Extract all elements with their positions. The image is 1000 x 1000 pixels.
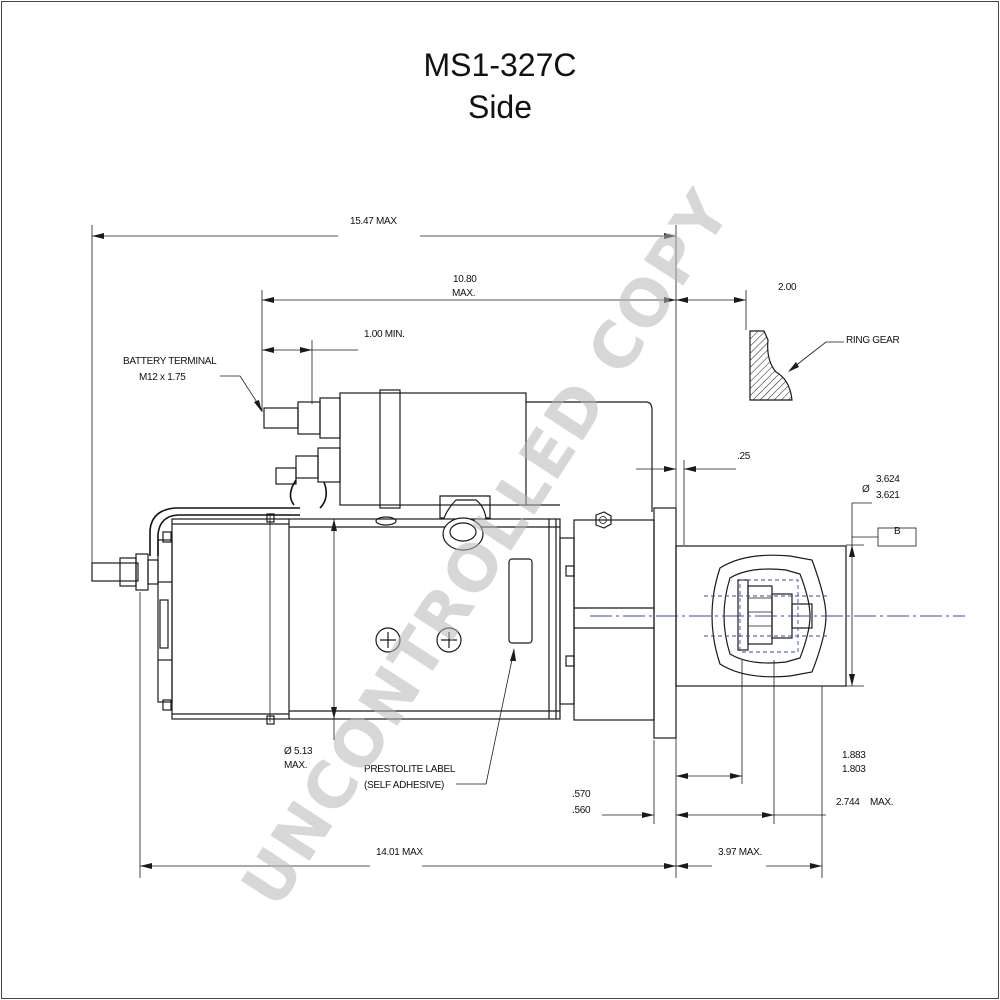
ring-gear-section	[749, 330, 793, 401]
housing-screw-1	[375, 627, 401, 653]
dim-body-dia-2: MAX.	[284, 760, 307, 771]
dim-flange-thk-2: .560	[572, 805, 591, 816]
label-ring-gear: RING GEAR	[846, 335, 899, 346]
dim-solenoid-length-1: 10.80	[453, 274, 477, 285]
drawing-title: MS1-327C	[424, 47, 577, 83]
rear-terminal-stud	[91, 553, 159, 591]
pinion-housing	[675, 545, 847, 687]
dim-nose-length-max: MAX.	[870, 797, 893, 808]
dim-pinion-2: 1.803	[842, 764, 866, 775]
drive-end-housing	[559, 507, 677, 739]
label-battery-terminal-1: BATTERY TERMINAL	[123, 356, 217, 367]
solenoid	[263, 389, 653, 551]
label-prestolite-2: (SELF ADHESIVE)	[364, 780, 444, 791]
datum-label: B	[894, 526, 901, 537]
dim-overall-length: 15.47 MAX	[350, 216, 397, 227]
dim-solenoid-length-2: MAX.	[452, 288, 475, 299]
connector-cable	[149, 507, 300, 556]
dim-front-length: 3.97 MAX.	[718, 847, 762, 858]
dimension-lines	[91, 225, 917, 878]
dim-nose-length: 2.744	[836, 797, 860, 808]
dim-ring-gear-offset: 2.00	[778, 282, 797, 293]
label-battery-terminal-2: M12 x 1.75	[139, 372, 186, 383]
motor-housing	[157, 513, 561, 725]
dim-body-length: 14.01 MAX	[376, 847, 423, 858]
dim-flange-thk-1: .570	[572, 789, 591, 800]
drawing-subtitle: Side	[468, 89, 532, 125]
dim-pilot-dia-2: 3.621	[876, 490, 900, 501]
label-prestolite-1: PRESTOLITE LABEL	[364, 764, 456, 775]
prestolite-label-plate	[508, 558, 533, 644]
dim-flange-offset: .25	[737, 451, 751, 462]
dim-body-dia-1: Ø 5.13	[284, 746, 313, 757]
housing-screw-2	[436, 627, 462, 653]
leader-lines	[220, 341, 844, 785]
dim-diameter-symbol: Ø	[862, 484, 870, 495]
watermark: UNCONTROLLED COPY	[228, 177, 746, 919]
dim-pinion-1: 1.883	[842, 750, 866, 761]
dim-pilot-dia-1: 3.624	[876, 474, 900, 485]
dim-terminal-min: 1.00 MIN.	[364, 329, 405, 340]
